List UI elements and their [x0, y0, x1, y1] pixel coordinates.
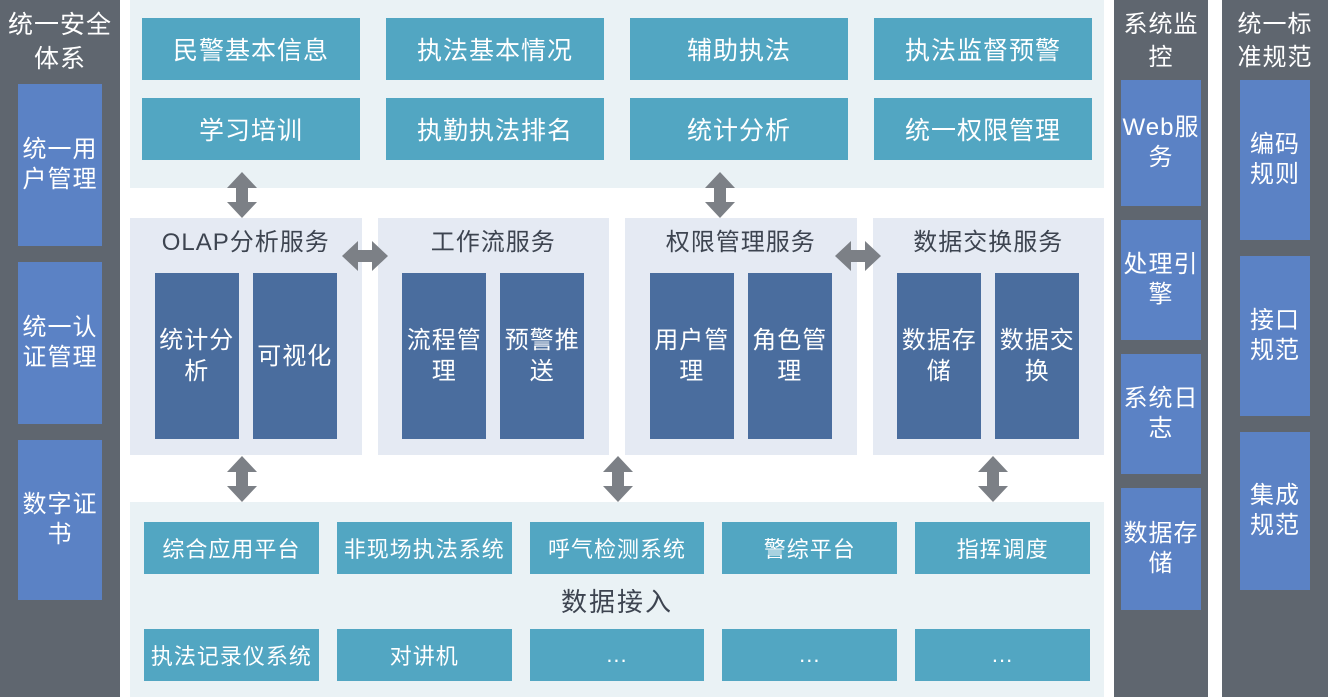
security-column-title: 统一安全体系 — [8, 11, 113, 73]
standard-item-interface-spec[interactable]: 接口规范 — [1240, 256, 1310, 416]
app-box-enforcement-basic[interactable]: 执法基本情况 — [386, 18, 604, 80]
service-module-data-storage[interactable]: 数据存储 — [897, 273, 982, 439]
data-source-breath-test-system[interactable]: 呼气检测系统 — [529, 522, 705, 574]
double-arrow-vertical-icon — [226, 456, 258, 502]
data-source-more-3[interactable]: ... — [915, 629, 1090, 681]
application-grid: 民警基本信息 执法基本情况 辅助执法 执法监督预警 学习培训 执勤执法排名 统计… — [142, 18, 1092, 160]
double-arrow-vertical-icon — [977, 456, 1009, 502]
data-source-command-dispatch[interactable]: 指挥调度 — [915, 522, 1090, 574]
service-module-visualization[interactable]: 可视化 — [252, 273, 337, 439]
security-item-auth-management[interactable]: 统一认证管理 — [18, 262, 102, 424]
service-module-process-management[interactable]: 流程管理 — [402, 273, 487, 439]
service-module-role-management[interactable]: 角色管理 — [747, 273, 832, 439]
unified-standard-column: 统一标准规范 编码规则 接口规范 集成规范 — [1222, 0, 1328, 697]
service-panel-workflow: 工作流服务 流程管理 预警推送 — [377, 218, 609, 455]
double-arrow-vertical-icon — [226, 172, 258, 218]
service-module-group: 数据存储 数据交换 — [897, 273, 1080, 439]
data-source-more-1[interactable]: ... — [529, 629, 705, 681]
service-panel-title: 数据交换服务 — [913, 229, 1064, 256]
data-source-law-recorder-system[interactable]: 执法记录仪系统 — [144, 629, 319, 681]
app-box-duty-ranking[interactable]: 执勤执法排名 — [386, 98, 604, 160]
data-source-row-top: 综合应用平台 非现场执法系统 呼气检测系统 警综平台 指挥调度 — [144, 522, 1090, 574]
security-item-digital-certificate[interactable]: 数字证书 — [18, 440, 102, 600]
data-access-caption: 数据接入 — [560, 587, 673, 617]
data-source-non-onsite-enforcement[interactable]: 非现场执法系统 — [336, 522, 512, 574]
service-module-group: 用户管理 角色管理 — [649, 273, 832, 439]
monitor-item-system-log[interactable]: 系统日志 — [1121, 354, 1201, 474]
service-module-user-management[interactable]: 用户管理 — [649, 273, 734, 439]
standard-item-coding-rules[interactable]: 编码规则 — [1240, 80, 1310, 240]
system-monitor-column: 系统监控 Web服务 处理引擎 系统日志 数据存储 — [1114, 0, 1208, 697]
security-item-user-management[interactable]: 统一用户管理 — [18, 84, 102, 246]
service-module-group: 流程管理 预警推送 — [402, 273, 585, 439]
app-box-police-basic-info[interactable]: 民警基本信息 — [142, 18, 360, 80]
service-panel-title: 工作流服务 — [430, 229, 556, 256]
security-system-column: 统一安全体系 统一用户管理 统一认证管理 数字证书 — [0, 0, 120, 697]
data-source-intercom[interactable]: 对讲机 — [336, 629, 512, 681]
app-box-statistics[interactable]: 统计分析 — [630, 98, 848, 160]
service-module-statistics[interactable]: 统计分析 — [154, 273, 239, 439]
data-source-row-bottom: 执法记录仪系统 对讲机 ... ... ... — [144, 629, 1090, 681]
service-panel-title: OLAP分析服务 — [161, 229, 330, 256]
service-module-alert-push[interactable]: 预警推送 — [500, 273, 585, 439]
app-box-enforcement-alert[interactable]: 执法监督预警 — [874, 18, 1092, 80]
service-panel-permission: 权限管理服务 用户管理 角色管理 — [625, 218, 857, 455]
service-panel-title: 权限管理服务 — [665, 229, 816, 256]
service-layer: OLAP分析服务 统计分析 可视化 工作流服务 流程管理 预警推送 权限管理服务… — [130, 218, 1104, 455]
app-box-unified-permission[interactable]: 统一权限管理 — [874, 98, 1092, 160]
service-panel-data-exchange: 数据交换服务 数据存储 数据交换 — [872, 218, 1104, 455]
double-arrow-vertical-icon — [704, 172, 736, 218]
double-arrow-vertical-icon — [602, 456, 634, 502]
app-box-assisted-enforcement[interactable]: 辅助执法 — [630, 18, 848, 80]
data-access-layer: 综合应用平台 非现场执法系统 呼气检测系统 警综平台 指挥调度 数据接入 执法记… — [130, 502, 1104, 697]
standard-column-title: 统一标准规范 — [1237, 11, 1313, 71]
data-source-more-2[interactable]: ... — [722, 629, 898, 681]
monitor-item-process-engine[interactable]: 处理引擎 — [1121, 220, 1201, 340]
monitor-item-web-service[interactable]: Web服务 — [1121, 80, 1201, 206]
double-arrow-horizontal-icon — [342, 240, 388, 272]
service-panel-olap: OLAP分析服务 统计分析 可视化 — [130, 218, 362, 455]
double-arrow-horizontal-icon — [835, 240, 881, 272]
monitor-column-title: 系统监控 — [1123, 11, 1199, 71]
data-source-police-platform[interactable]: 警综平台 — [722, 522, 898, 574]
monitor-item-data-storage[interactable]: 数据存储 — [1121, 488, 1201, 610]
data-source-integrated-platform[interactable]: 综合应用平台 — [144, 522, 319, 574]
service-module-group: 统计分析 可视化 — [154, 273, 337, 439]
standard-item-integration-spec[interactable]: 集成规范 — [1240, 432, 1310, 590]
application-layer: 民警基本信息 执法基本情况 辅助执法 执法监督预警 学习培训 执勤执法排名 统计… — [130, 0, 1104, 188]
center-stack: 民警基本信息 执法基本情况 辅助执法 执法监督预警 学习培训 执勤执法排名 统计… — [120, 0, 1114, 697]
service-module-data-exchange[interactable]: 数据交换 — [995, 273, 1080, 439]
app-box-training[interactable]: 学习培训 — [142, 98, 360, 160]
